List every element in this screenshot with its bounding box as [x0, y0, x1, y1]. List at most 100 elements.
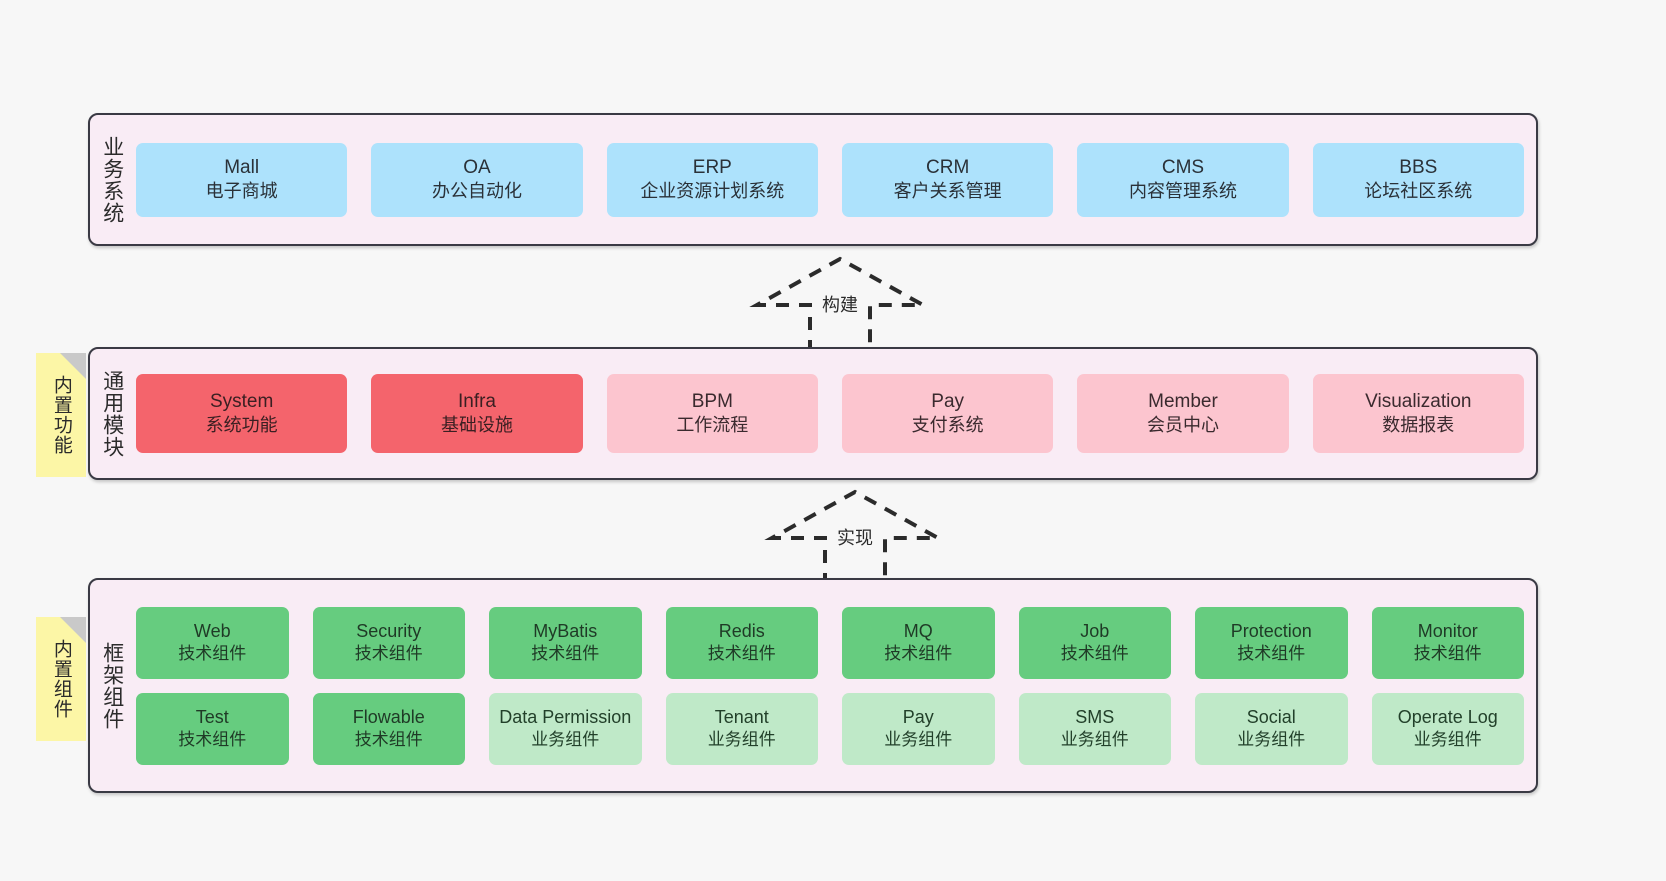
- component-desc: 业务组件: [531, 730, 600, 750]
- component-card-pay[interactable]: Pay 业务组件: [842, 692, 995, 765]
- component-desc: 业务组件: [1237, 730, 1306, 750]
- layer-title-common: 通用模块: [100, 369, 124, 458]
- layer-title-business: 业务系统: [100, 135, 124, 224]
- component-desc: 业务组件: [884, 730, 953, 750]
- module-desc: 数据报表: [1382, 415, 1455, 436]
- component-name: Tenant: [714, 707, 769, 728]
- module-name: CRM: [926, 157, 970, 179]
- module-name: Pay: [931, 391, 965, 413]
- module-name: OA: [463, 157, 491, 179]
- arrow-outline-build: [749, 256, 931, 353]
- layer-row: Web 技术组件 Security 技术组件 MyBatis 技术组件 Redi…: [136, 606, 1524, 679]
- component-desc: 技术组件: [1060, 644, 1129, 664]
- arrow-build: 构建: [749, 256, 931, 353]
- module-name: BBS: [1399, 157, 1438, 179]
- component-name: Security: [356, 621, 422, 642]
- component-desc: 技术组件: [884, 644, 953, 664]
- module-name: Visualization: [1365, 391, 1472, 413]
- component-card-web[interactable]: Web 技术组件: [136, 606, 289, 679]
- module-desc: 会员中心: [1146, 415, 1219, 436]
- module-card-bpm[interactable]: BPM 工作流程: [606, 374, 818, 453]
- component-name: MQ: [903, 621, 933, 642]
- module-desc: 系统功能: [205, 415, 278, 436]
- module-card-oa[interactable]: OA 办公自动化: [371, 142, 583, 217]
- component-card-sms[interactable]: SMS 业务组件: [1018, 692, 1171, 765]
- component-name: Web: [193, 621, 231, 642]
- component-name: SMS: [1075, 707, 1115, 728]
- component-name: Operate Log: [1397, 707, 1498, 728]
- module-card-cms[interactable]: CMS 内容管理系统: [1077, 142, 1289, 217]
- component-desc: 技术组件: [178, 730, 247, 750]
- component-desc: 技术组件: [354, 730, 423, 750]
- sticky-note-label: 内置功能: [50, 375, 72, 455]
- module-desc: 企业资源计划系统: [640, 181, 785, 202]
- module-name: BPM: [691, 391, 733, 413]
- component-card-job[interactable]: Job 技术组件: [1018, 606, 1171, 679]
- layer-body-business: Mall 电子商城 OA 办公自动化 ERP 企业资源计划系统 CRM 客户关系…: [134, 115, 1536, 244]
- component-desc: 业务组件: [1413, 730, 1482, 750]
- component-desc: 技术组件: [1413, 644, 1482, 664]
- module-desc: 论坛社区系统: [1364, 181, 1473, 202]
- component-card-data-permission[interactable]: Data Permission 业务组件: [489, 692, 642, 765]
- component-desc: 业务组件: [1060, 730, 1129, 750]
- sticky-note-label: 内置组件: [50, 639, 72, 719]
- module-desc: 办公自动化: [431, 181, 522, 202]
- component-name: Flowable: [352, 707, 425, 728]
- component-desc: 技术组件: [531, 644, 600, 664]
- module-name: Member: [1148, 391, 1218, 413]
- component-desc: 业务组件: [707, 730, 776, 750]
- component-card-operate-log[interactable]: Operate Log 业务组件: [1371, 692, 1524, 765]
- arrow-realize: 实现: [764, 489, 946, 586]
- component-name: Test: [195, 707, 229, 728]
- component-name: Redis: [718, 621, 765, 642]
- module-name: Mall: [224, 157, 260, 179]
- component-desc: 技术组件: [354, 644, 423, 664]
- arrow-label-build: 构建: [822, 295, 858, 315]
- module-card-infra[interactable]: Infra 基础设施: [371, 374, 583, 453]
- layer-row: Mall 电子商城 OA 办公自动化 ERP 企业资源计划系统 CRM 客户关系…: [136, 142, 1524, 217]
- layer-common-modules: 通用模块 System 系统功能 Infra 基础设施 BPM 工作流程 Pay…: [88, 347, 1538, 480]
- component-name: Job: [1080, 621, 1110, 642]
- component-card-test[interactable]: Test 技术组件: [136, 692, 289, 765]
- component-card-tenant[interactable]: Tenant 业务组件: [665, 692, 818, 765]
- module-name: ERP: [692, 157, 732, 179]
- component-desc: 技术组件: [178, 644, 247, 664]
- layer-title-framework: 框架组件: [100, 641, 124, 730]
- component-name: Data Permission: [499, 707, 632, 728]
- sticky-note-builtin-components: 内置组件: [36, 617, 86, 741]
- module-card-pay[interactable]: Pay 支付系统: [841, 374, 1054, 453]
- module-desc: 客户关系管理: [893, 181, 1002, 202]
- component-card-security[interactable]: Security 技术组件: [312, 606, 465, 679]
- component-card-mq[interactable]: MQ 技术组件: [842, 606, 995, 679]
- layer-business-systems: 业务系统 Mall 电子商城 OA 办公自动化 ERP 企业资源计划系统 CRM…: [88, 113, 1538, 246]
- arrow-label-realize: 实现: [837, 528, 873, 548]
- folded-corner-icon: [60, 617, 86, 643]
- module-desc: 工作流程: [676, 415, 749, 436]
- component-card-redis[interactable]: Redis 技术组件: [665, 606, 818, 679]
- arrow-outline-realize: [764, 489, 946, 586]
- component-name: Monitor: [1417, 621, 1478, 642]
- module-card-mall[interactable]: Mall 电子商城: [136, 142, 348, 217]
- component-card-protection[interactable]: Protection 技术组件: [1195, 606, 1348, 679]
- layer-body-common: System 系统功能 Infra 基础设施 BPM 工作流程 Pay 支付系统…: [134, 349, 1536, 478]
- layer-framework-components: 框架组件 Web 技术组件 Security 技术组件 MyBatis 技术组件…: [88, 578, 1538, 793]
- component-card-flowable[interactable]: Flowable 技术组件: [312, 692, 465, 765]
- component-card-mybatis[interactable]: MyBatis 技术组件: [489, 606, 642, 679]
- component-name: Social: [1246, 707, 1296, 728]
- layer-row: System 系统功能 Infra 基础设施 BPM 工作流程 Pay 支付系统…: [136, 374, 1524, 453]
- component-card-social[interactable]: Social 业务组件: [1195, 692, 1348, 765]
- folded-corner-icon: [60, 353, 86, 379]
- module-desc: 内容管理系统: [1128, 181, 1237, 202]
- module-card-visualization[interactable]: Visualization 数据报表: [1312, 374, 1524, 453]
- module-card-member[interactable]: Member 会员中心: [1077, 374, 1289, 453]
- module-name: Infra: [457, 391, 496, 413]
- sticky-note-builtin-features: 内置功能: [36, 353, 86, 477]
- module-card-erp[interactable]: ERP 企业资源计划系统: [606, 142, 818, 217]
- module-desc: 基础设施: [440, 415, 513, 436]
- module-card-crm[interactable]: CRM 客户关系管理: [841, 142, 1054, 217]
- component-card-monitor[interactable]: Monitor 技术组件: [1371, 606, 1524, 679]
- module-card-system[interactable]: System 系统功能: [136, 374, 348, 453]
- module-card-bbs[interactable]: BBS 论坛社区系统: [1312, 142, 1524, 217]
- module-desc: 电子商城: [205, 181, 278, 202]
